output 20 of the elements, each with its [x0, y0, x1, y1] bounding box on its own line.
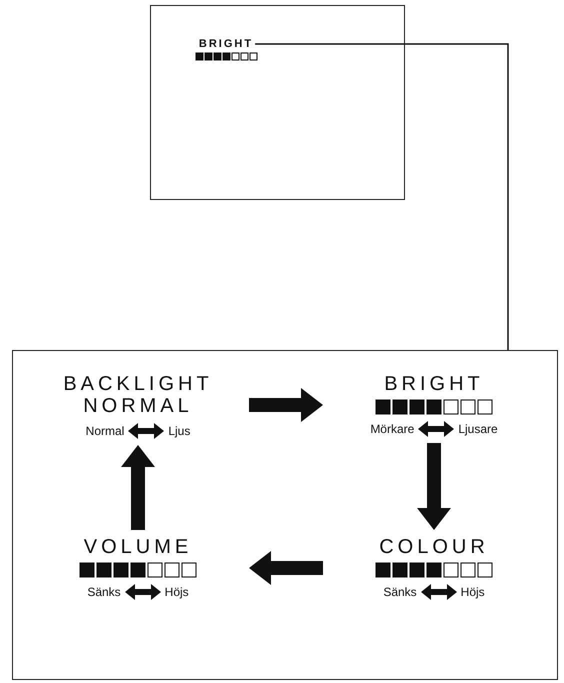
screen-frame — [150, 5, 405, 200]
menu-panel — [12, 350, 558, 680]
menu-heading: VOLUME — [84, 536, 192, 558]
range-label: Höjs — [164, 585, 189, 599]
arrow — [249, 388, 323, 422]
range-label: Höjs — [460, 585, 485, 599]
arrow — [417, 443, 451, 530]
menu-heading: BRIGHT — [384, 373, 484, 395]
range-label: Normal — [86, 424, 124, 438]
menu-heading: COLOUR — [379, 536, 489, 558]
menu-heading: BACKLIGHT NORMAL — [62, 373, 214, 417]
range-label: Ljusare — [458, 422, 498, 436]
range-label: Mörkare — [370, 422, 414, 436]
arrow — [249, 551, 323, 585]
range-label: Sänks — [87, 585, 121, 599]
range-label: Ljus — [168, 424, 190, 438]
arrow — [121, 445, 155, 530]
leader-line — [255, 43, 509, 350]
range-label: Sänks — [383, 585, 417, 599]
menu-heading: BRIGHT — [198, 38, 254, 50]
